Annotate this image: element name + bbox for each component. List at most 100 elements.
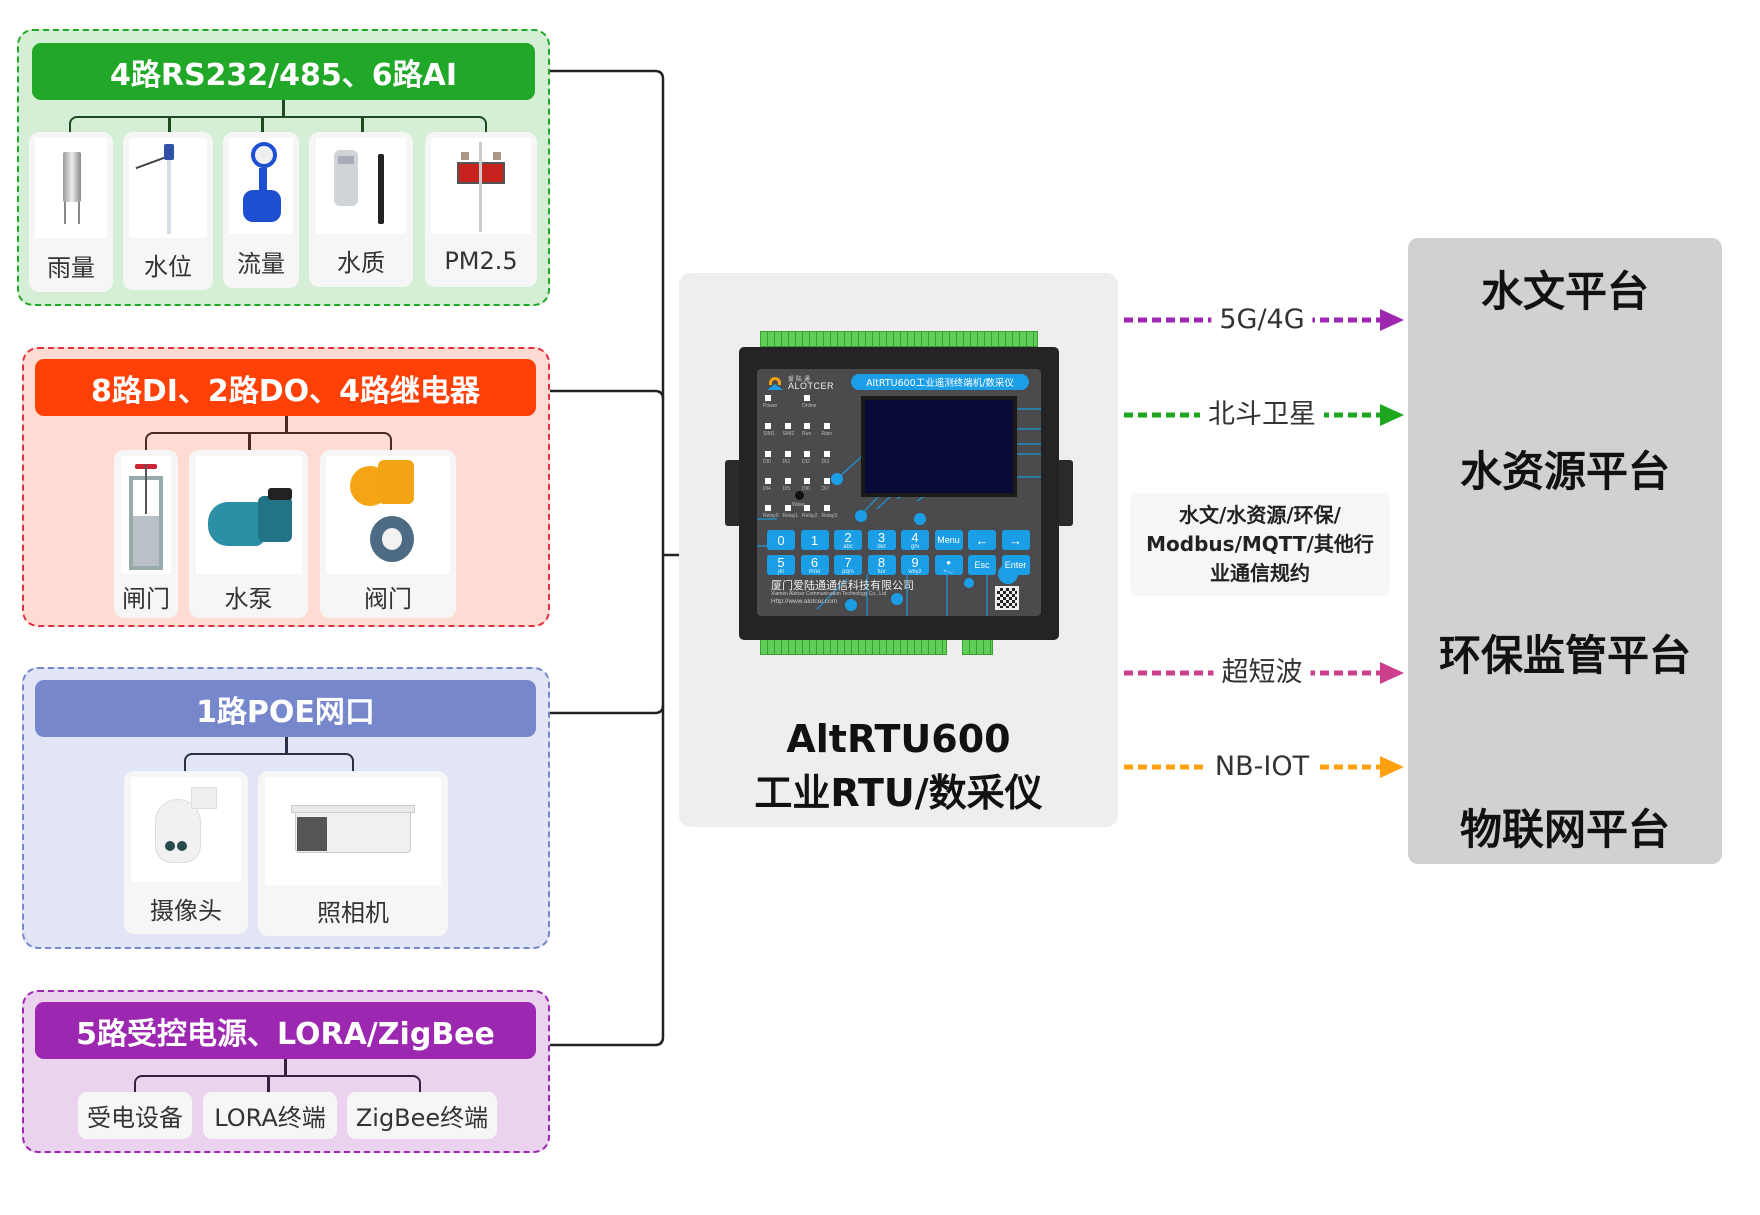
item-card-flow-meter: 流量: [223, 132, 299, 288]
brand-logo-icon: [767, 377, 783, 390]
item-card-rain-gauge: 雨量: [29, 132, 113, 292]
status-led: [804, 478, 810, 484]
keypad-key-sublabel: def: [877, 543, 886, 550]
status-led: [804, 423, 810, 429]
item-card-ptz-camera: 摄像头: [124, 771, 248, 934]
keypad-key-sublabel: tuv: [877, 568, 886, 575]
keypad-key-label: 5: [777, 554, 785, 570]
bus-line-1: [533, 69, 665, 1047]
keypad-key-label: 0: [777, 532, 785, 548]
keypad-key: ←: [968, 530, 996, 550]
arrow-head-icon: [1380, 404, 1404, 426]
platform-environmental: 环保监管平台: [1438, 631, 1691, 680]
rain-gauge-image: [35, 138, 107, 238]
bracket-tick: [261, 116, 264, 133]
status-led: [765, 395, 771, 401]
keypad-key-label: •: [946, 554, 951, 570]
item-label: PM2.5: [444, 246, 518, 275]
item-label: 阀门: [364, 584, 412, 613]
flow-meter-image: [229, 138, 293, 234]
company-website: Http://www.alotcer.com: [771, 598, 838, 605]
status-led-label: DI7: [821, 486, 830, 492]
status-led-label: DI1: [782, 459, 791, 465]
keypad-key-sublabel: +-.,:: [943, 568, 954, 575]
keypad-key-sublabel: abc: [843, 543, 853, 550]
device-faceplate: 爱 陆 通 ALOTCER AltRTU600工业遥测终端机/数采仪 Power…: [757, 369, 1041, 616]
status-led-label: DI2: [802, 459, 810, 465]
pm25-station-image: [431, 138, 531, 234]
wake-label: Wake: [792, 502, 805, 508]
item-label: 流量: [237, 249, 285, 278]
bracket-stem: [285, 737, 288, 754]
section-header-sensors: 4路RS232/485、6路AI: [32, 43, 535, 100]
status-led-label: Relay1: [782, 513, 799, 519]
water-level-image: [129, 138, 207, 238]
bus-line-2: [533, 389, 665, 400]
connector-bus: [533, 69, 680, 1047]
bracket-io: [145, 432, 392, 450]
status-led-label: DI5: [782, 486, 791, 492]
section-header-poe: 1路POE网口: [35, 680, 536, 737]
arrow-head-icon: [1380, 756, 1404, 778]
link-ultrashort-wave-label: 超短波: [1213, 655, 1311, 691]
keypad-key-label: Enter: [1004, 559, 1027, 570]
status-led: [765, 505, 771, 511]
bracket-sensors: [69, 116, 487, 133]
link-nbiot-label: NB-IOT: [1206, 749, 1318, 785]
item-card-lora-terminal: LORA终端: [203, 1092, 337, 1139]
wake-button: [795, 491, 804, 500]
keypad-key-label: →: [1009, 532, 1022, 548]
keypad-key-label: Menu: [937, 534, 960, 545]
company-name-cn: 厦门爱陆通通信科技有限公司: [771, 579, 914, 592]
top-terminal-block: [760, 331, 1038, 347]
item-label: 照相机: [317, 899, 389, 927]
status-led-label: Rain: [821, 431, 832, 437]
arrow-head-icon: [1380, 662, 1404, 684]
item-card-pm25: PM2.5: [425, 132, 537, 287]
status-led: [823, 423, 830, 429]
item-card-camera: 照相机: [258, 771, 448, 936]
keypad-key-sublabel: ghi: [910, 543, 919, 550]
item-card-valve: 阀门: [320, 450, 456, 618]
status-led-label: DI3: [821, 459, 830, 465]
keypad-key-sublabel: jkl: [778, 568, 784, 575]
mount-ear-right: [1057, 460, 1073, 526]
bracket-stem: [285, 416, 288, 433]
keypad-key-label: 3: [877, 529, 886, 545]
item-card-powered-device: 受电设备: [78, 1092, 192, 1139]
ptz-camera-image: [131, 777, 241, 882]
device-image: 爱 陆 通 ALOTCER AltRTU600工业遥测终端机/数采仪 Power…: [725, 331, 1075, 657]
status-led: [765, 423, 771, 429]
keypad-key: Esc: [968, 555, 996, 575]
platforms-panel: 水文平台 水资源平台 环保监管平台 物联网平台: [1408, 238, 1722, 864]
status-led-label: SIM2: [782, 431, 795, 437]
status-led: [823, 505, 830, 511]
item-label: 雨量: [47, 253, 95, 282]
keypad-key-label: 9: [911, 554, 919, 570]
status-led-label: DI0: [763, 459, 771, 465]
gate-image: [121, 456, 171, 574]
item-label: 水质: [337, 249, 385, 277]
item-card-pump: 水泵: [189, 450, 308, 618]
link-5g4g-label: 5G/4G: [1211, 302, 1313, 338]
item-card-water-level: 水位: [123, 132, 213, 290]
bracket-tick: [248, 432, 251, 450]
water-quality-image: [316, 138, 406, 234]
link-beidou-label: 北斗卫星: [1200, 397, 1324, 433]
keypad-key: 0: [767, 530, 795, 550]
status-led-label: Relay3: [821, 513, 838, 519]
bracket-power-wireless: [134, 1075, 421, 1093]
device-type: 工业RTU/数采仪: [754, 771, 1043, 815]
bracket-stem: [282, 100, 285, 117]
keypad-key-sublabel: mno: [808, 568, 821, 575]
status-led: [765, 478, 771, 484]
bracket-tick: [168, 116, 171, 133]
keypad-key: Menu: [934, 530, 963, 550]
